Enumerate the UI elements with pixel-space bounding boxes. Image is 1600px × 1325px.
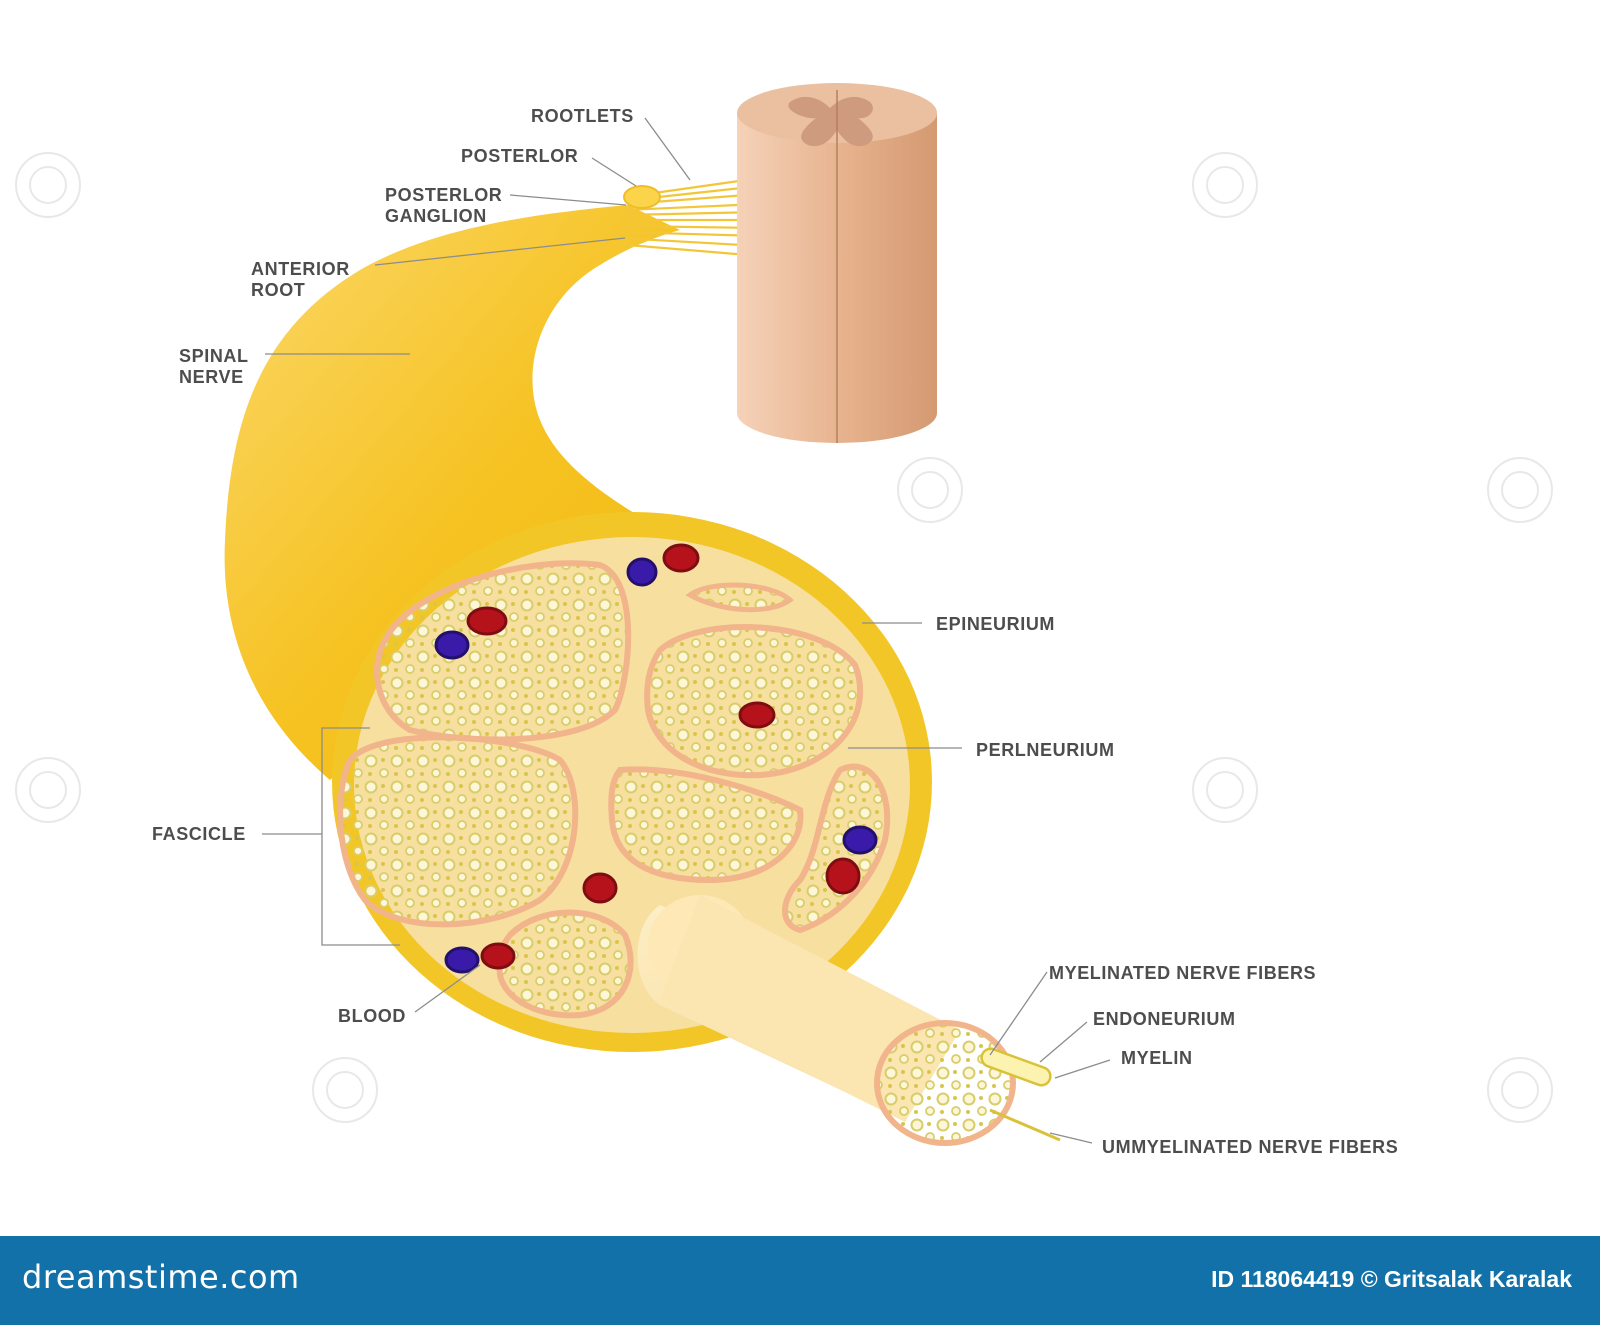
myelin-sheath <box>980 1047 1052 1087</box>
vein <box>626 557 658 587</box>
fascicle <box>644 624 863 779</box>
fascicle-extension <box>637 895 1061 1146</box>
spinal-nerve-shape <box>224 205 720 780</box>
label-spinal-nerve: SPINAL <box>179 346 249 366</box>
leader-lines <box>262 117 1111 1144</box>
artery <box>662 543 700 573</box>
vein <box>434 630 470 660</box>
fascicle <box>337 734 579 928</box>
fascicle <box>782 763 891 934</box>
label-endoneurium: ENDONEURIUM <box>1093 1009 1236 1029</box>
label-perlneurium: PERLNEURIUM <box>976 740 1115 760</box>
grey-matter <box>788 96 873 147</box>
nerve-anatomy-diagram: ROOTLETS POSTERLOR POSTERLOR GANGLION AN… <box>15 83 1553 1157</box>
label-ummyelinated-nerve-fibers: UMMYELINATED NERVE FIBERS <box>1102 1137 1398 1157</box>
fascicle-end <box>874 1020 1016 1146</box>
footer-bar: dreamstime.com ID 118064419 © Gritsalak … <box>0 1236 1600 1325</box>
labels: ROOTLETS POSTERLOR POSTERLOR GANGLION AN… <box>152 106 1398 1157</box>
label-posterlor: POSTERLOR <box>461 146 578 166</box>
artery <box>825 857 861 895</box>
unmyelinated-fiber <box>989 1108 1061 1142</box>
label-myelin: MYELIN <box>1121 1048 1193 1068</box>
label-anterior-root: ANTERIOR <box>251 259 350 279</box>
artery <box>738 701 776 729</box>
fascicle <box>685 582 794 613</box>
footer-brand[interactable]: dreamstime.com <box>22 1258 300 1296</box>
label-anterior-root: ROOT <box>251 280 305 300</box>
spinal-cord <box>737 83 937 443</box>
label-fascicle: FASCICLE <box>152 824 246 844</box>
fascicle <box>374 560 632 743</box>
fascicle <box>496 909 634 1019</box>
vein <box>842 825 878 855</box>
label-epineurium: EPINEURIUM <box>936 614 1055 634</box>
label-spinal-nerve: NERVE <box>179 367 244 387</box>
watermark-swirls <box>15 152 1553 1123</box>
label-blood: BLOOD <box>338 1006 406 1026</box>
vein <box>444 946 480 974</box>
posterior-ganglion <box>623 185 661 209</box>
fascicle <box>608 766 804 884</box>
label-rootlets: ROOTLETS <box>531 106 634 126</box>
label-posterlor-ganglion: POSTERLOR <box>385 185 502 205</box>
label-posterlor-ganglion: GANGLION <box>385 206 487 226</box>
artery <box>480 942 516 970</box>
artery <box>582 872 618 904</box>
artery <box>466 606 508 636</box>
nerve-cross-section <box>332 512 932 1052</box>
label-myelinated-nerve-fibers: MYELINATED NERVE FIBERS <box>1049 963 1316 983</box>
footer-credit: ID 118064419 © Gritsalak Karalak <box>1211 1266 1572 1292</box>
